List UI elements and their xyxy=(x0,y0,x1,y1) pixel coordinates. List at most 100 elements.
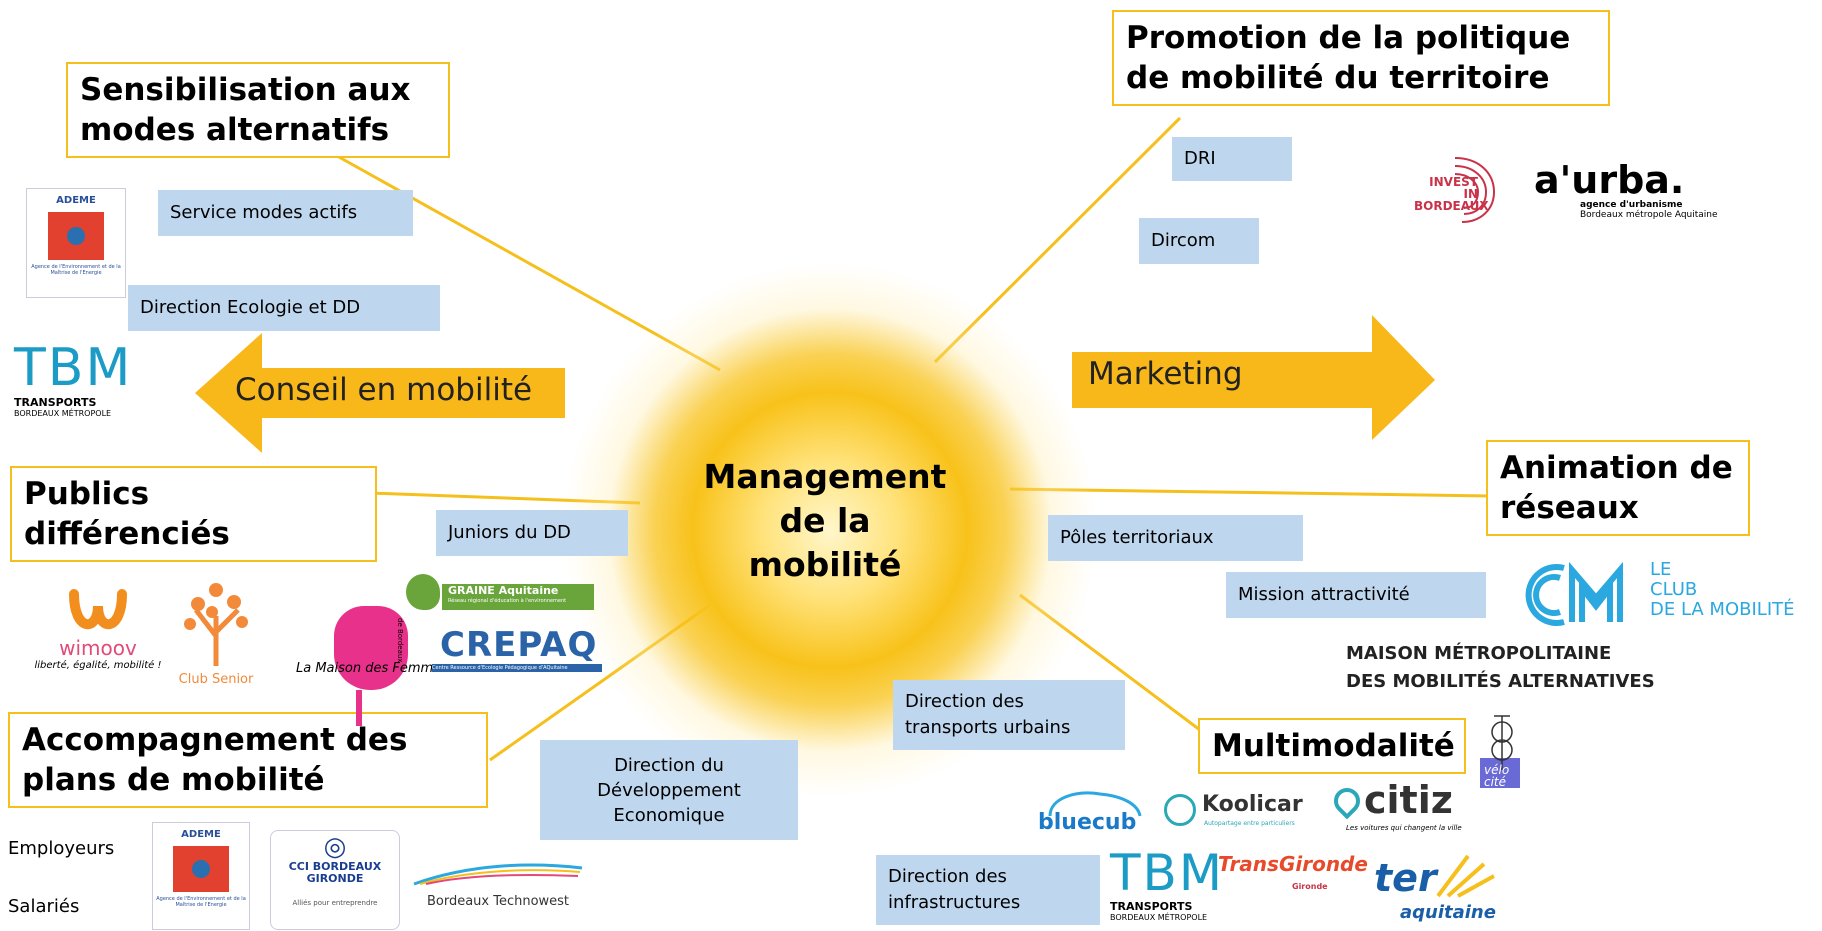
cci-mark-icon: ◎ xyxy=(323,832,347,862)
tbm-logo-bottom-mark: TBM xyxy=(1110,844,1224,902)
tag-dri: DRI xyxy=(1172,137,1292,181)
box-accompagnement: Accompagnement des plans de mobilité xyxy=(8,712,488,808)
tree-icon xyxy=(184,583,248,666)
ter-sun-icon xyxy=(1436,854,1495,898)
conseil-label: Conseil en mobilité xyxy=(235,372,533,408)
conseil-arrow-shape xyxy=(195,333,565,453)
box-promotion: Promotion de la politique de mobilité du… xyxy=(1112,10,1610,106)
club-mob-3: DE LA MOBILITÉ xyxy=(1650,599,1795,620)
ademe-logo-bottom-sub: Agence de l'Environnement et de la Maîtr… xyxy=(156,896,246,908)
crepaq-logo: CREPAQ Centre Ressource d'Ecologie Pédag… xyxy=(432,625,602,672)
tag-juniors: Juniors du DD xyxy=(436,510,628,556)
koolicar-text: Koolicar xyxy=(1202,792,1303,817)
invest-text-1: INVEST IN xyxy=(1429,175,1478,201)
center-title: Management de la mobilité xyxy=(690,455,960,587)
club-senior-text: Club Senior xyxy=(178,672,254,687)
aurba-sub-1: agence d'urbanisme xyxy=(1580,200,1683,210)
ademe-globe-icon xyxy=(48,212,104,260)
technowest-swoosh-icon xyxy=(413,863,583,886)
citiz-text: citiz xyxy=(1364,778,1453,822)
maison-metro-1: MAISON MÉTROPOLITAINE xyxy=(1346,643,1612,664)
wimoov-mark-icon xyxy=(69,589,127,629)
tbm-logo-top: TBM TRANSPORTS BORDEAUX MÉTROPOLE xyxy=(14,342,144,428)
maison-femmes-icon xyxy=(334,606,408,690)
tbm-logo-bottom: TBM TRANSPORTS BORDEAUX MÉTROPOLE xyxy=(1110,848,1240,930)
label-salaries: Salariés xyxy=(8,896,80,917)
ademe-globe-icon-2 xyxy=(173,846,229,892)
graine-text: GRAINE Aquitaine xyxy=(448,584,559,597)
box-sensibilisation: Sensibilisation aux modes alternatifs xyxy=(66,62,450,158)
wimoov-text: wimoov xyxy=(59,636,137,660)
graine-sub: Réseau régional d'éducation à l'environn… xyxy=(448,598,567,604)
invest-bordeaux-logo: INVEST IN BORDEAUX xyxy=(1410,152,1500,226)
ademe-logo-top: ADEME Agence de l'Environnement et de la… xyxy=(26,188,126,298)
crepaq-sub: Centre Ressource d'Ecologie Pédagogique … xyxy=(432,664,602,672)
ademe-logo-bottom: ADEME Agence de l'Environnement et de la… xyxy=(152,822,250,930)
koolicar-sub: Autopartage entre particuliers xyxy=(1204,820,1295,827)
koolicar-icon xyxy=(1164,794,1196,826)
transgironde-logo: TransGironde Gironde xyxy=(1218,852,1368,906)
maison-metropolitaine-logo: MAISON MÉTROPOLITAINE DES MOBILITÉS ALTE… xyxy=(1346,640,1686,696)
ter-text: ter xyxy=(1374,856,1437,900)
label-employeurs: Employeurs xyxy=(8,838,115,859)
box-animation: Animation de réseaux xyxy=(1486,440,1750,536)
aurba-mark: a'urba. xyxy=(1534,158,1685,202)
citiz-pin-icon xyxy=(1328,782,1366,820)
citiz-sub: Les voitures qui changent la ville xyxy=(1346,824,1462,832)
tbm-logo-top-mark: TBM xyxy=(14,338,133,398)
center-line-2: de la xyxy=(779,501,871,540)
aquitaine-text: aquitaine xyxy=(1400,902,1496,923)
tbm-logo-bottom-sub1: TRANSPORTS xyxy=(1110,900,1193,913)
tag-mission: Mission attractivité xyxy=(1226,572,1486,618)
bluecub-text: bluecub xyxy=(1038,810,1137,835)
box-multimodalite: Multimodalité xyxy=(1198,718,1466,774)
tag-dircom: Dircom xyxy=(1139,218,1259,264)
marketing-arrow-shape xyxy=(1072,315,1435,440)
cci-logo: ◎ CCI BORDEAUX GIRONDE Alliés pour entre… xyxy=(270,830,400,930)
center-line-1: Management xyxy=(703,457,947,496)
graine-logo: GRAINE Aquitaine Réseau régional d'éduca… xyxy=(406,574,596,624)
cci-text-2: GIRONDE xyxy=(306,872,364,885)
ademe-logo-bottom-text: ADEME xyxy=(181,829,221,840)
crepaq-text: CREPAQ xyxy=(440,625,598,665)
maison-metro-2: DES MOBILITÉS ALTERNATIVES xyxy=(1346,671,1655,692)
citiz-logo: citiz Les voitures qui changent la ville xyxy=(1328,778,1464,840)
tag-poles: Pôles territoriaux xyxy=(1048,515,1303,561)
tag-dir-dev-eco: Direction du Développement Economique xyxy=(540,740,798,840)
aurba-logo: a'urba. agence d'urbanisme Bordeaux métr… xyxy=(1534,160,1734,230)
aurba-sub-2: Bordeaux métropole Aquitaine xyxy=(1580,210,1718,220)
technowest-text: Bordeaux Technowest xyxy=(426,894,570,909)
cci-text-3: Alliés pour entreprendre xyxy=(292,899,378,907)
tag-service-modes-actifs: Service modes actifs xyxy=(158,190,413,236)
wimoov-logo: wimoov liberté, égalité, mobilité ! xyxy=(28,588,168,688)
box-publics: Publics différenciés xyxy=(10,466,377,562)
bicycle-icon xyxy=(1480,715,1520,788)
tag-dir-infra: Direction des infrastructures xyxy=(876,855,1100,925)
leaf-icon xyxy=(406,574,440,610)
club-mob-1: LE xyxy=(1650,559,1672,580)
tbm-logo-top-sub1: TRANSPORTS xyxy=(14,396,97,409)
gironde-text: Gironde xyxy=(1292,882,1328,891)
tbm-logo-bottom-sub2: BORDEAUX MÉTROPOLE xyxy=(1110,913,1208,922)
wimoov-tagline: liberté, égalité, mobilité ! xyxy=(34,660,162,671)
club-mob-2: CLUB xyxy=(1650,579,1698,600)
ter-aquitaine-logo: ter aquitaine xyxy=(1374,852,1504,926)
maison-femmes-text: La Maison des Femmes xyxy=(296,661,448,676)
club-senior-logo: Club Senior xyxy=(166,576,266,696)
center-line-3: mobilité xyxy=(748,545,902,584)
ademe-logo-top-text: ADEME xyxy=(56,195,96,206)
velo-text: vélo cité xyxy=(1484,763,1510,789)
cm-mark-icon xyxy=(1525,561,1623,626)
transgironde-text: TransGironde xyxy=(1218,852,1368,876)
bluecub-car-icon xyxy=(1048,791,1142,817)
invest-text-2: BORDEAUX xyxy=(1414,199,1489,213)
ademe-logo-top-sub: Agence de l'Environnement et de la Maîtr… xyxy=(31,264,121,276)
bluecub-logo: bluecub xyxy=(1036,784,1148,840)
tag-direction-ecologie: Direction Ecologie et DD xyxy=(128,285,440,331)
technowest-logo: Bordeaux Technowest xyxy=(410,862,586,912)
maison-femmes-logo: La Maison des Femmes de Bordeaux xyxy=(296,606,448,730)
koolicar-logo: Koolicar Autopartage entre particuliers xyxy=(1164,792,1324,832)
tbm-logo-top-sub2: BORDEAUX MÉTROPOLE xyxy=(14,409,112,418)
invest-fingerprint-icon xyxy=(1454,157,1496,223)
cci-text-1: CCI BORDEAUX xyxy=(288,860,382,873)
